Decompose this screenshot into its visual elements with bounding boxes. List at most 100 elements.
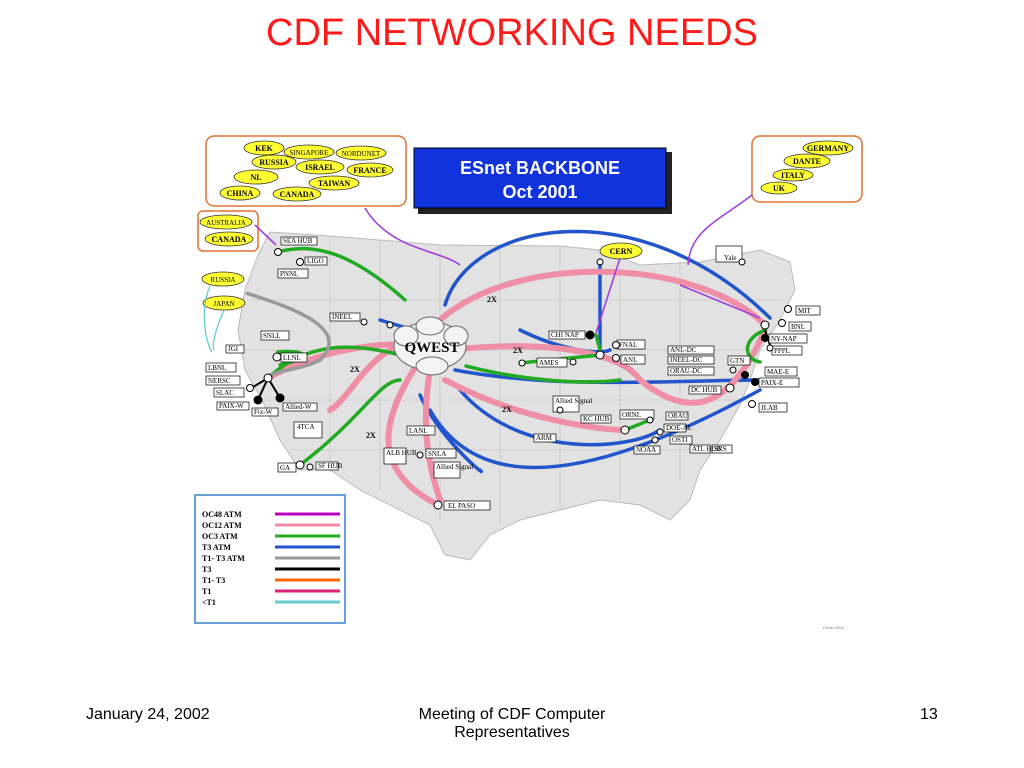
site-ornl: ORNL [622,411,641,419]
site-pppl: PPPL [774,347,790,355]
intl-dante: DANTE [793,157,821,166]
site-atl-hub: ATL HUB [692,445,721,453]
site-nersc: NERSC [208,377,231,385]
site-alb-hub: ALB HUB [386,449,417,457]
intl-italy: ITALY [781,171,805,180]
map-credit: ESnet 2001 [823,625,845,630]
site-snll: SNLL [263,332,281,340]
legend: OC48 ATM OC12 ATM OC3 ATM T3 ATM T1- T3 ATM T… [202,510,340,607]
legend-label: T3 ATM [202,543,231,552]
site-snla: SNLA [428,450,446,458]
links-intl [254,194,761,334]
site-allied-signal: Allied Signal [436,463,473,471]
intl-canada: CANADA [280,190,315,199]
slide-title: CDF NETWORKING NEEDS [266,12,758,54]
site-yale: Yale [724,254,737,262]
site-anl: ANL [623,356,637,364]
banner-box [413,147,667,209]
qwest-cloud [393,316,469,376]
site-lbnl: LBNL [208,364,226,372]
site-ligo: LIGO [307,257,324,265]
site-pnnl: PNNL [280,270,298,278]
intl-west-ovals [219,140,394,202]
site-jgi: JGI [228,345,239,353]
legend-label: OC12 ATM [202,521,242,530]
mult-5: 2X [366,431,376,440]
legend-label: OC3 ATM [202,532,238,541]
intl-west-labels: KEK SINGAPORE NORDUNET RUSSIA ISRAEL FRA… [227,144,387,199]
site-sf-hub: SF HUB [318,462,343,470]
site-gtn: GTN [730,357,744,365]
legend-label: T1- T3 ATM [202,554,245,563]
intl-china: CHINA [227,189,254,198]
site-ny-nap: NY-NAP [771,335,797,343]
site-noaa: NOAA [636,446,656,454]
footer-page-number: 13 [920,706,938,723]
legend-label: <T1 [202,598,216,607]
site-arm: ARM [536,434,553,442]
intl-taiwan: TAIWAN [318,179,351,188]
mult-2: 2X [513,346,523,355]
intl-france: FRANCE [353,166,386,175]
intl-russia: RUSSIA [259,158,289,167]
site-sea-hub: SEA HUB [283,237,313,245]
intl-kek: KEK [255,144,274,153]
site-ames: AMES [539,359,559,367]
site-el-paso: EL PASO [448,502,475,510]
mult-4: 2X [502,405,512,414]
intl-singapore: SINGAPORE [289,149,328,157]
legend-label: T1 [202,587,211,596]
site-chi-nap: CHI NAP [551,331,579,339]
link-gray [245,291,331,377]
site-slac: SLAC [216,389,234,397]
link-mult-labels: 2X 2X 2X 2X 2X [350,295,523,440]
site-srs: SRS [714,445,727,453]
site-ga: GA [280,464,290,472]
intl-canada-2: CANADA [212,235,247,244]
site-ineel: INEEL [332,313,352,321]
intl-australia: AUSTRALIA [206,219,246,227]
intl-germany: GERMANY [807,144,849,153]
site-kc-hub: KC HUB [583,415,610,423]
site-paix-e: PAIX-E [761,379,783,387]
site-ineel-dc: INEEL-DC [670,356,703,364]
site-mit: MIT [798,307,812,315]
site-labels: SEA HUB LIGO PNNL INEEL SNLL JGI LLNL LB… [205,236,821,511]
pacific-japan: JAPAN [213,300,234,308]
site-fix-w: Fix-W [254,408,273,416]
site-mae-e: MAE-E [767,368,789,376]
site-jlab: JLAB [761,404,778,412]
site-bnl: BNL [791,323,805,331]
footer-date: January 24, 2002 [86,706,210,723]
site-fnal: FNAL [619,341,637,349]
legend-label: OC48 ATM [202,510,242,519]
banner-line1: ESnet BACKBONE [460,158,620,178]
legend-label: T1- T3 [202,576,225,585]
qwest-label: QWEST [404,340,459,356]
site-orau-dc: ORAU-DC [670,367,702,375]
intl-nordunet: NORDUNET [342,150,381,158]
site-nodes [246,248,792,510]
site-doe-al: DOE-AL [666,424,692,432]
site-anl-dc: ANL-DC [670,346,697,354]
site-4tca: 4TCA [297,423,315,431]
footer-meeting-line1: Meeting of CDF Computer [418,706,606,723]
site-llnl: LLNL [283,354,301,362]
mult-3: 2X [350,365,360,374]
site-orau: ORAU [668,412,688,420]
intl-israel: ISRAEL [305,163,335,172]
site-allied-w: Allied-W [285,403,312,411]
banner-line2: Oct 2001 [502,182,577,202]
legend-label: T3 [202,565,211,574]
mult-1: 2X [487,295,497,304]
usa-map-outline [237,231,796,561]
site-dc-hub: DC HUB [691,386,718,394]
site-allied-kc: Allied Signal [555,397,592,405]
intl-uk: UK [773,184,786,193]
footer-meeting-line2: Representatives [454,724,570,741]
site-paix-w: PAIX-W [219,402,244,410]
links-lt-t1 [203,285,225,353]
intl-nl: NL [250,173,261,182]
footer-meeting: Meeting of CDF Computer Representatives [384,706,640,742]
